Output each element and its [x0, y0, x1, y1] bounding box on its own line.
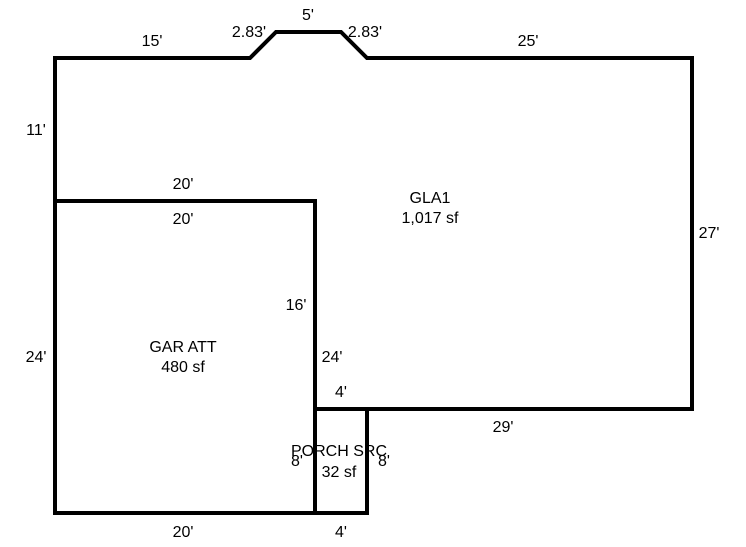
porch-name-label: PORCH SRC — [291, 443, 387, 460]
garage-right-dimension: 16' — [286, 297, 307, 314]
garage-top-dimension: 20' — [173, 211, 194, 228]
gla1-bay-left-dimension: 2.83' — [232, 24, 266, 41]
garage-outline — [53, 199, 317, 515]
gla1-garage-top-dimension: 20' — [173, 176, 194, 193]
gla1-top-left-dimension: 15' — [142, 33, 163, 50]
gla1-name-label: GLA1 — [410, 190, 451, 207]
gla1-bay-right-dimension: 2.83' — [348, 24, 382, 41]
gla1-garage-side-dimension: 24' — [322, 349, 343, 366]
porch-right-dimension: 8' — [378, 453, 390, 470]
garage-size-label: 480 sf — [161, 359, 205, 376]
gla1-porch-top-dimension: 4' — [335, 384, 347, 401]
garage-left-dimension: 24' — [26, 349, 47, 366]
gla1-top-right-dimension: 25' — [518, 33, 539, 50]
gla1-size-label: 1,017 sf — [402, 210, 459, 227]
garage-name-label: GAR ATT — [149, 339, 216, 356]
porch-bottom-dimension: 4' — [335, 524, 347, 541]
gla1-bay-top-dimension: 5' — [302, 7, 314, 24]
gla1-left-upper-dimension: 11' — [26, 122, 46, 139]
porch-size-label: 32 sf — [322, 464, 357, 481]
gla1-right-dimension: 27' — [699, 225, 720, 242]
gla1-bottom-dimension: 29' — [493, 419, 514, 436]
garage-bottom-dimension: 20' — [173, 524, 194, 541]
porch-left-dimension: 8' — [291, 453, 303, 470]
porch-outline — [313, 407, 369, 515]
